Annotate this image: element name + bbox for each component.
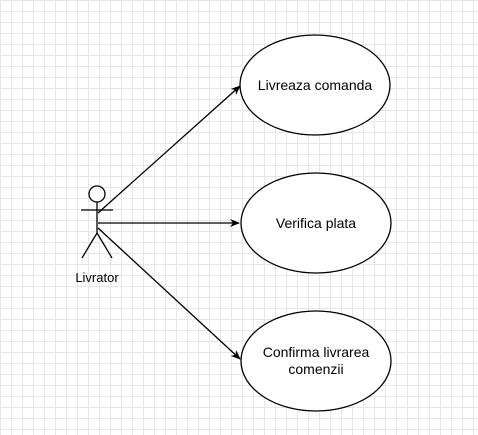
actor-label: Livrator xyxy=(75,270,119,285)
actor-stick-figure-icon[interactable] xyxy=(81,185,113,259)
use-case-ellipse-verifica-plata[interactable] xyxy=(240,172,392,274)
use-case-ellipse-livreaza-comanda[interactable] xyxy=(239,34,391,136)
actor-left-leg xyxy=(81,232,98,259)
actor-head xyxy=(88,185,106,203)
association-arrow-livreaza-comanda[interactable] xyxy=(97,85,241,214)
use-case-ellipse-confirma-livrarea[interactable] xyxy=(240,310,392,412)
association-arrow-confirma-livrarea[interactable] xyxy=(97,227,241,360)
actor-right-leg xyxy=(96,232,113,259)
